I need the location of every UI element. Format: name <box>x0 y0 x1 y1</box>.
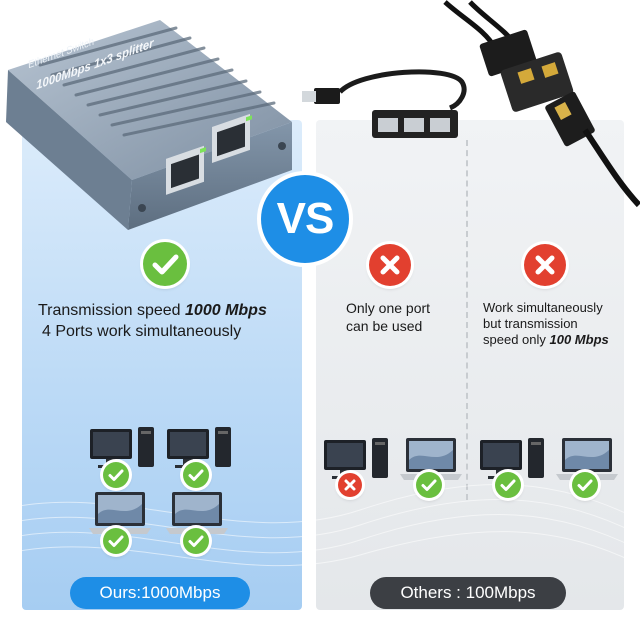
cable-splitter-image <box>302 69 467 138</box>
cable-coupler-image <box>443 0 640 208</box>
others-col1-line2: can be used <box>346 318 423 334</box>
ours-check-icon <box>143 242 187 286</box>
check-icon <box>103 528 129 554</box>
desktop-computer-icon <box>324 438 388 479</box>
others-col2-line2: but transmission <box>483 316 578 331</box>
others-col2-speed-prefix: speed only <box>483 332 550 347</box>
check-icon <box>103 462 129 488</box>
others-speed-pill: Others : 100Mbps <box>370 577 566 609</box>
others-col1-line1: Only one port <box>346 300 431 316</box>
others-col2-speed-value: 100 Mbps <box>549 332 609 347</box>
others-col2-x-icon <box>524 244 566 286</box>
ours-speed-text: Transmission speed 1000 Mbps <box>38 302 267 320</box>
check-icon <box>183 528 209 554</box>
others-divider <box>466 140 468 500</box>
others-col2-line3: speed only 100 Mbps <box>483 332 609 347</box>
check-icon <box>183 462 209 488</box>
ours-ports-text: 4 Ports work simultaneously <box>42 323 242 340</box>
check-icon <box>416 472 442 498</box>
check-icon <box>572 472 598 498</box>
vs-badge: VS <box>261 175 349 263</box>
others-col2-line1: Work simultaneously <box>483 300 603 315</box>
others-col1-x-icon <box>369 244 411 286</box>
laptop-icon <box>166 492 228 534</box>
check-icon <box>495 472 521 498</box>
ours-speed-value: 1000 Mbps <box>185 302 267 319</box>
ethernet-switch-image <box>6 20 292 230</box>
ours-speed-prefix: Transmission speed <box>38 302 186 319</box>
laptop-icon <box>89 492 151 534</box>
desktop-computer-icon <box>480 438 544 479</box>
x-icon <box>338 473 362 497</box>
others-panel <box>316 120 624 610</box>
ours-speed-pill: Ours:1000Mbps <box>70 577 250 609</box>
